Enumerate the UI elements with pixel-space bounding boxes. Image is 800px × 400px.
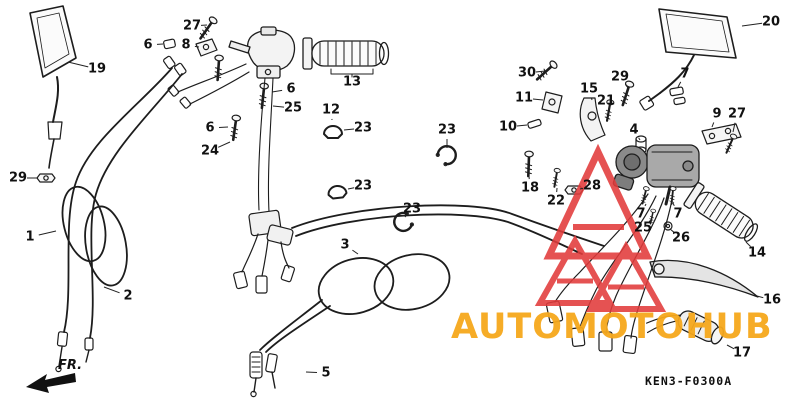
part-number-callout: 17 xyxy=(732,345,752,361)
part-number-callout: 27 xyxy=(182,18,202,34)
part-number-callout: 6 xyxy=(205,120,215,136)
part-number-callout: 21 xyxy=(596,93,616,109)
brake-lever xyxy=(649,259,759,298)
throttle-cables xyxy=(249,204,605,398)
fr-label: FR. xyxy=(58,358,83,373)
part-number-callout: 2 xyxy=(123,288,133,304)
watermark-text: AUTOMOTOHUB xyxy=(451,307,773,347)
part-number-callout: 29 xyxy=(610,69,630,85)
part-number-callout: 26 xyxy=(671,230,691,246)
part-number-callout: 6 xyxy=(286,81,296,97)
fr-arrow-icon xyxy=(26,373,76,393)
mirror-bracket-9 xyxy=(669,86,742,156)
lever-bracket-8 xyxy=(163,14,225,82)
part-number-callout: 27 xyxy=(727,106,747,122)
part-number-callout: 11 xyxy=(514,90,534,106)
part-number-callout: 25 xyxy=(283,100,303,116)
part-number-callout: 16 xyxy=(762,292,782,308)
lever-bracket-15 xyxy=(527,58,647,154)
part-number-callout: 29 xyxy=(8,170,28,186)
lever-fasteners xyxy=(522,149,678,231)
handlebar-grip-right xyxy=(683,182,759,242)
part-number-callout: 20 xyxy=(761,14,781,30)
part-number-callout: 4 xyxy=(629,122,639,138)
wiring-harness xyxy=(545,193,673,355)
part-number-callout: 24 xyxy=(200,143,220,159)
part-number-callout: 23 xyxy=(353,120,373,136)
part-number-callout: 30 xyxy=(517,65,537,81)
right-mirror xyxy=(639,8,737,111)
part-number-callout: 25 xyxy=(633,220,653,236)
part-number-callout: 12 xyxy=(321,102,341,118)
part-number-callout: 7 xyxy=(636,206,646,222)
switch-wire-leads xyxy=(167,63,250,109)
part-number-callout: 7 xyxy=(673,206,683,222)
part-number-callout: 19 xyxy=(87,61,107,77)
switch-housing-left xyxy=(228,26,296,213)
part-number-callout: 13 xyxy=(342,74,362,90)
left-cable-assembly xyxy=(55,55,187,373)
part-number-callout: 1 xyxy=(25,229,35,245)
part-number-callout: 5 xyxy=(321,365,331,381)
part-number-callout: 7 xyxy=(680,66,690,82)
part-number-callout: 22 xyxy=(546,193,566,209)
part-number-callout: 23 xyxy=(402,201,422,217)
part-number-callout: 3 xyxy=(340,237,350,253)
handlebar-grip-left xyxy=(302,37,390,78)
part-number-callout: 15 xyxy=(579,81,599,97)
handlebar-switch-17 xyxy=(645,310,724,345)
part-number-callout: 8 xyxy=(181,37,191,53)
part-number-callout: 23 xyxy=(353,178,373,194)
part-number-callout: 9 xyxy=(712,106,722,122)
part-number-callout: 10 xyxy=(498,119,518,135)
part-number-callout: 14 xyxy=(747,245,767,261)
part-number-callout: 28 xyxy=(582,178,602,194)
part-number-callout: 18 xyxy=(520,180,540,196)
part-number-callout: 23 xyxy=(437,122,457,138)
fr-direction-indicator: FR. xyxy=(24,356,120,396)
diagram-code: KEN3-F0300A xyxy=(645,374,733,388)
part-number-callout: 6 xyxy=(143,37,153,53)
clutch-switch-wiring xyxy=(233,209,295,294)
left-mirror xyxy=(29,5,77,183)
